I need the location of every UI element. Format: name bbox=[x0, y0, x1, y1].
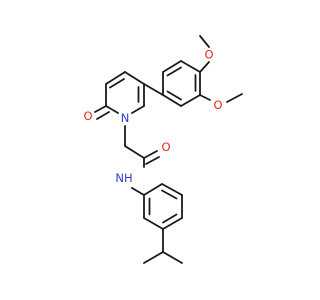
bond bbox=[199, 35, 210, 48]
bond bbox=[131, 187, 145, 196]
methoxy-groups bbox=[199, 35, 243, 103]
bond bbox=[143, 183, 163, 196]
molecule-canvas: O O N N O O NH bbox=[83, 35, 243, 264]
bond bbox=[180, 94, 201, 107]
bond bbox=[199, 61, 210, 73]
ring-carbonyl bbox=[94, 105, 110, 120]
bond bbox=[162, 213, 178, 224]
bond bbox=[162, 60, 182, 73]
atom-o-ring-carbonyl: O bbox=[83, 109, 92, 123]
bond bbox=[226, 93, 243, 103]
bond bbox=[94, 105, 107, 113]
bond bbox=[143, 150, 158, 159]
atom-o-methoxy-top: O bbox=[204, 48, 213, 62]
atom-o-methoxy-side: O bbox=[213, 98, 222, 112]
bond bbox=[166, 90, 182, 101]
bond bbox=[124, 71, 145, 85]
isopropyl-group bbox=[143, 228, 183, 264]
bond bbox=[162, 251, 183, 264]
bond bbox=[96, 111, 110, 120]
isopropylphenyl-ring bbox=[143, 183, 183, 230]
atom-o-amide: O bbox=[161, 140, 170, 154]
acetamide-linker bbox=[124, 125, 160, 196]
bond bbox=[143, 251, 164, 264]
bond bbox=[124, 145, 145, 159]
bond bbox=[131, 105, 145, 114]
bond bbox=[143, 83, 164, 96]
bond bbox=[143, 217, 164, 230]
atom-n-ring-upper: N bbox=[121, 111, 130, 125]
bond bbox=[199, 94, 211, 101]
bond bbox=[166, 66, 182, 77]
structure-drawing: O O N N O O NH bbox=[83, 35, 243, 264]
bond bbox=[145, 156, 160, 165]
pyridazinone-ring bbox=[105, 71, 145, 114]
bond bbox=[162, 217, 183, 230]
bond bbox=[161, 189, 178, 200]
bond bbox=[109, 78, 125, 89]
bond bbox=[162, 94, 182, 107]
bond bbox=[105, 71, 126, 85]
bond bbox=[180, 60, 201, 73]
atom-nh-amide: NH bbox=[115, 171, 132, 185]
dimethoxyphenyl-ring bbox=[162, 60, 201, 107]
bond bbox=[105, 105, 119, 114]
bond bbox=[161, 183, 183, 196]
